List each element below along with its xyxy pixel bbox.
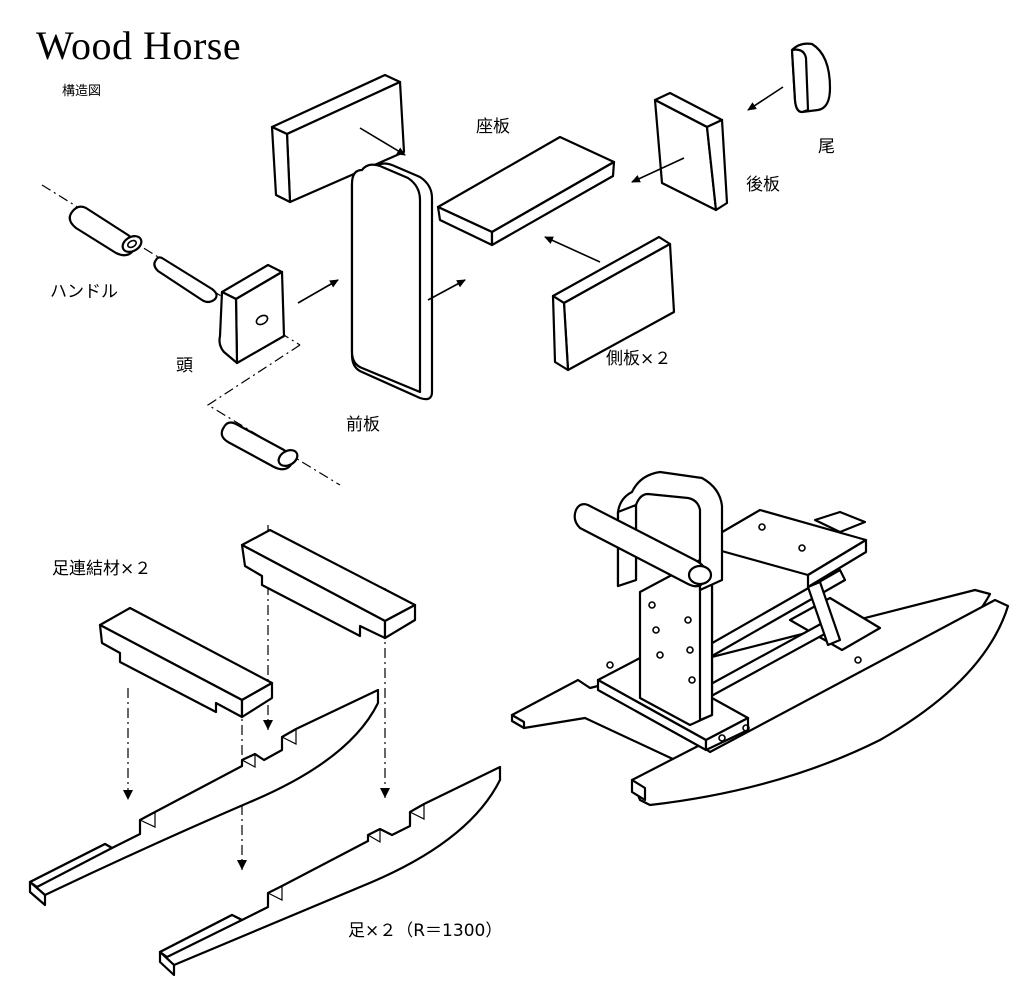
page-subtitle: 構造図 bbox=[62, 84, 102, 99]
page-title: Wood Horse bbox=[36, 23, 242, 68]
side-board-right-part bbox=[551, 235, 676, 372]
leg-connector-upper-part bbox=[240, 528, 417, 640]
arrow-back bbox=[631, 157, 685, 183]
handle-tube-right-part bbox=[220, 421, 299, 471]
rocker-leg-lower-part bbox=[158, 765, 502, 977]
handle-axis-bend bbox=[206, 344, 341, 486]
seat-board-part bbox=[436, 135, 616, 247]
label-handle: ハンドル bbox=[50, 282, 118, 302]
rocker-leg-upper-part bbox=[28, 688, 380, 907]
arrow-head bbox=[297, 279, 339, 304]
label-side-board: 側板×２ bbox=[606, 349, 672, 369]
leg-connector-lower-part bbox=[98, 606, 274, 719]
arrow-side-left bbox=[359, 127, 406, 156]
arrow-side-right bbox=[544, 236, 601, 263]
label-seat-board: 座板 bbox=[476, 117, 510, 137]
label-front-board: 前板 bbox=[346, 415, 380, 435]
label-tail: 尾 bbox=[818, 137, 835, 157]
label-head: 頭 bbox=[176, 356, 193, 376]
head-block-part bbox=[218, 263, 286, 365]
side-board-left-part bbox=[270, 73, 406, 204]
tail-part bbox=[790, 42, 832, 114]
arrow-tail bbox=[747, 86, 784, 111]
front-board-part bbox=[350, 162, 434, 401]
handle-tube-left-part bbox=[68, 205, 143, 257]
label-leg-connector: 足連結材×２ bbox=[52, 559, 152, 579]
screw-holes bbox=[606, 523, 862, 742]
back-board-part bbox=[653, 91, 729, 212]
handle-dowel-part bbox=[153, 256, 218, 304]
arrow-front-seat bbox=[427, 279, 466, 301]
label-legs: 足×２（R＝1300） bbox=[348, 921, 503, 941]
assembled-horse-drawing bbox=[510, 470, 1010, 807]
label-back-board: 後板 bbox=[746, 175, 780, 195]
